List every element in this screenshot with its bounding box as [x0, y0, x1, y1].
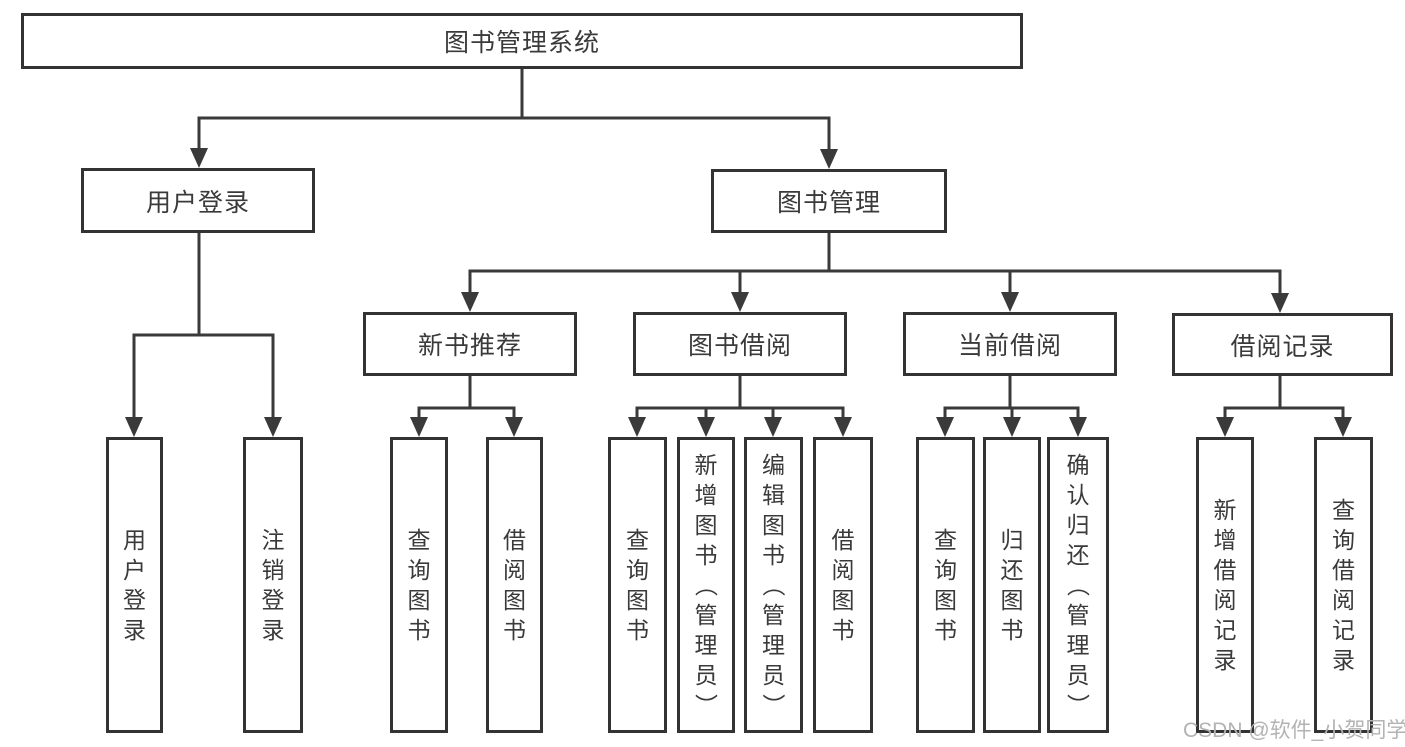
node-new-book-recommend: 新书推荐 [363, 312, 577, 376]
node-borrowing-records: 借阅记录 [1172, 313, 1393, 376]
leaf-edit-books-admin: 编辑图书（管理员） [744, 437, 803, 733]
node-book-management: 图书管理 [711, 169, 947, 233]
node-user-login: 用户登录 [81, 168, 315, 233]
leaf-borrow-books-2: 借阅图书 [813, 437, 873, 733]
leaf-query-books-2: 查询图书 [608, 437, 667, 733]
leaf-query-borrow-record: 查询借阅记录 [1314, 437, 1373, 733]
node-book-borrowing: 图书借阅 [633, 312, 847, 376]
leaf-query-books-1: 查询图书 [390, 437, 448, 733]
leaf-user-login: 用户登录 [106, 437, 163, 733]
leaf-add-borrow-record: 新增借阅记录 [1196, 437, 1254, 733]
leaf-add-books-admin: 新增图书（管理员） [677, 437, 735, 733]
csdn-watermark: CSDN @软件_小贺同学 [1183, 719, 1405, 742]
leaf-logout: 注销登录 [243, 437, 303, 733]
leaf-query-books-3: 查询图书 [916, 437, 975, 733]
leaf-confirm-return-admin: 确认归还（管理员） [1047, 437, 1109, 733]
leaf-borrow-books-1: 借阅图书 [486, 437, 543, 733]
leaf-return-books: 归还图书 [983, 437, 1041, 733]
arrowheads [125, 148, 1352, 437]
node-root-system: 图书管理系统 [21, 13, 1023, 69]
node-current-borrowing: 当前借阅 [903, 312, 1117, 376]
